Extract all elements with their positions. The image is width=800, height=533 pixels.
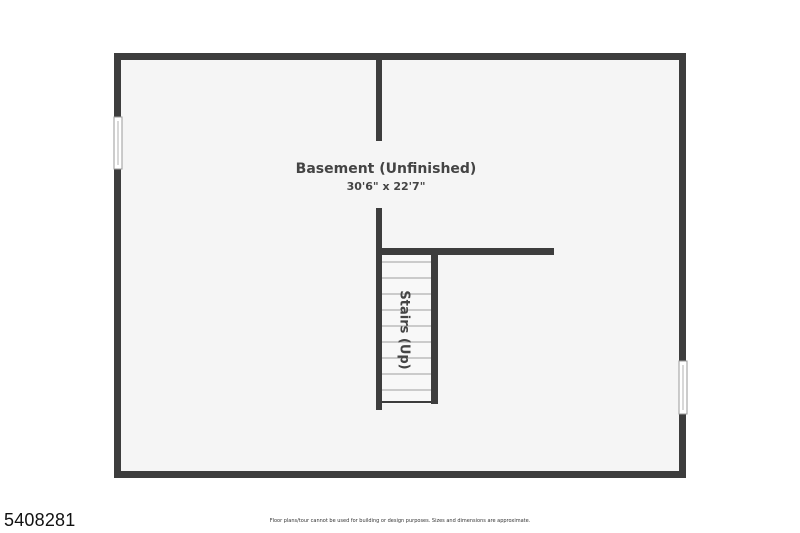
- interior-wall-horizontal: [382, 248, 554, 255]
- outer-wall: [114, 53, 686, 478]
- stairs-area: [382, 255, 431, 404]
- interior-wall-stair-left: [376, 208, 382, 410]
- interior-wall-top: [376, 57, 382, 141]
- stairs-label: Stairs (Up): [397, 290, 412, 369]
- disclaimer: Floor plans/tour cannot be used for buil…: [269, 518, 531, 524]
- interior-wall-stair-right: [431, 255, 438, 404]
- stairs: Stairs (Up): [382, 255, 431, 404]
- room-dimensions: 30'6" x 22'7": [347, 180, 426, 193]
- room-name: Basement (Unfinished): [296, 161, 477, 177]
- listing-id: 5408281: [4, 510, 76, 530]
